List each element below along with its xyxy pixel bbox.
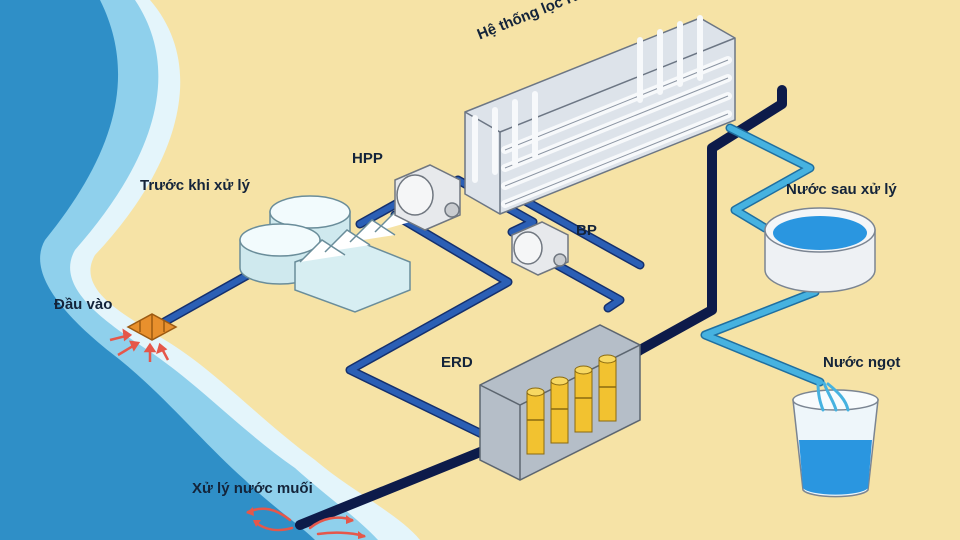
fresh-water-label: Nước ngọt	[823, 354, 901, 371]
sea	[0, 0, 420, 540]
hpp-label: HPP	[352, 150, 383, 167]
erd-unit	[479, 324, 641, 481]
membrane-rack-icon	[464, 15, 736, 215]
intake-label: Đầu vào	[54, 296, 113, 313]
ro-rack	[464, 15, 736, 215]
treated-water-label: Nước sau xử lý	[786, 181, 897, 198]
pump-icon	[394, 164, 461, 231]
cup-icon	[792, 380, 879, 498]
intake-arrows	[109, 328, 170, 362]
hpp-pump	[394, 164, 461, 231]
erd-tubes	[526, 354, 617, 455]
pretreatment-label: Trước khi xử lý	[140, 177, 250, 194]
brine-label: Xử lý nước muối	[192, 480, 313, 497]
erd-label: ERD	[441, 354, 473, 371]
pretreatment-tanks	[239, 195, 411, 313]
pump-icon	[511, 221, 569, 276]
bp-label: BP	[576, 222, 597, 239]
fresh-water-cup	[792, 380, 879, 498]
brine-arrowheads	[246, 507, 366, 539]
intake-grate-icon	[126, 313, 178, 341]
building-icon	[294, 208, 411, 313]
bp-pump	[511, 221, 569, 276]
treated-water-tank	[764, 207, 876, 293]
